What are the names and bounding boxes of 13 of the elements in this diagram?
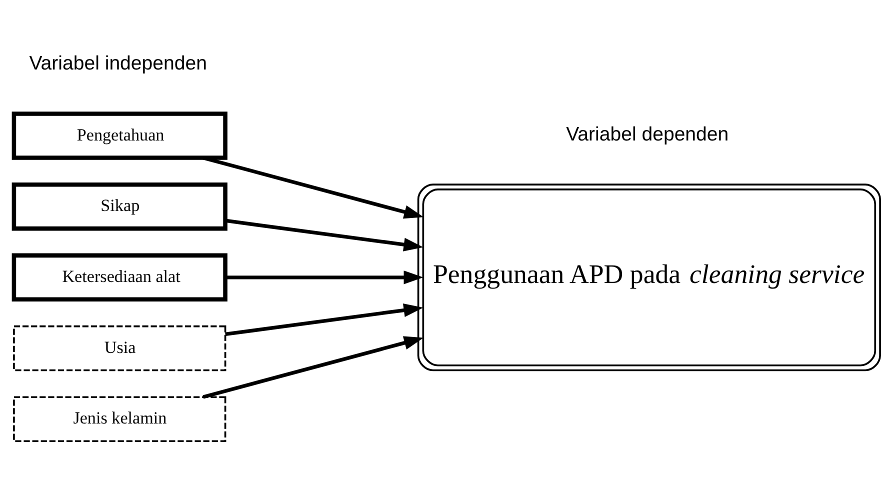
node-box: Pengetahuan xyxy=(12,111,228,160)
arrow xyxy=(225,302,424,336)
node-box: Usia xyxy=(13,324,226,371)
arrow xyxy=(202,336,424,398)
arrow xyxy=(225,218,424,251)
node-box: Ketersediaan alat xyxy=(12,252,228,302)
arrow xyxy=(202,156,424,218)
node-box: Sikap xyxy=(12,182,228,230)
node-box: Jenis kelamin xyxy=(13,396,226,442)
arrow xyxy=(225,270,424,284)
label: Variabel independen xyxy=(29,52,207,74)
node-box: Penggunaan APD pada cleaning service xyxy=(417,183,881,371)
label: Variabel dependen xyxy=(566,122,729,145)
